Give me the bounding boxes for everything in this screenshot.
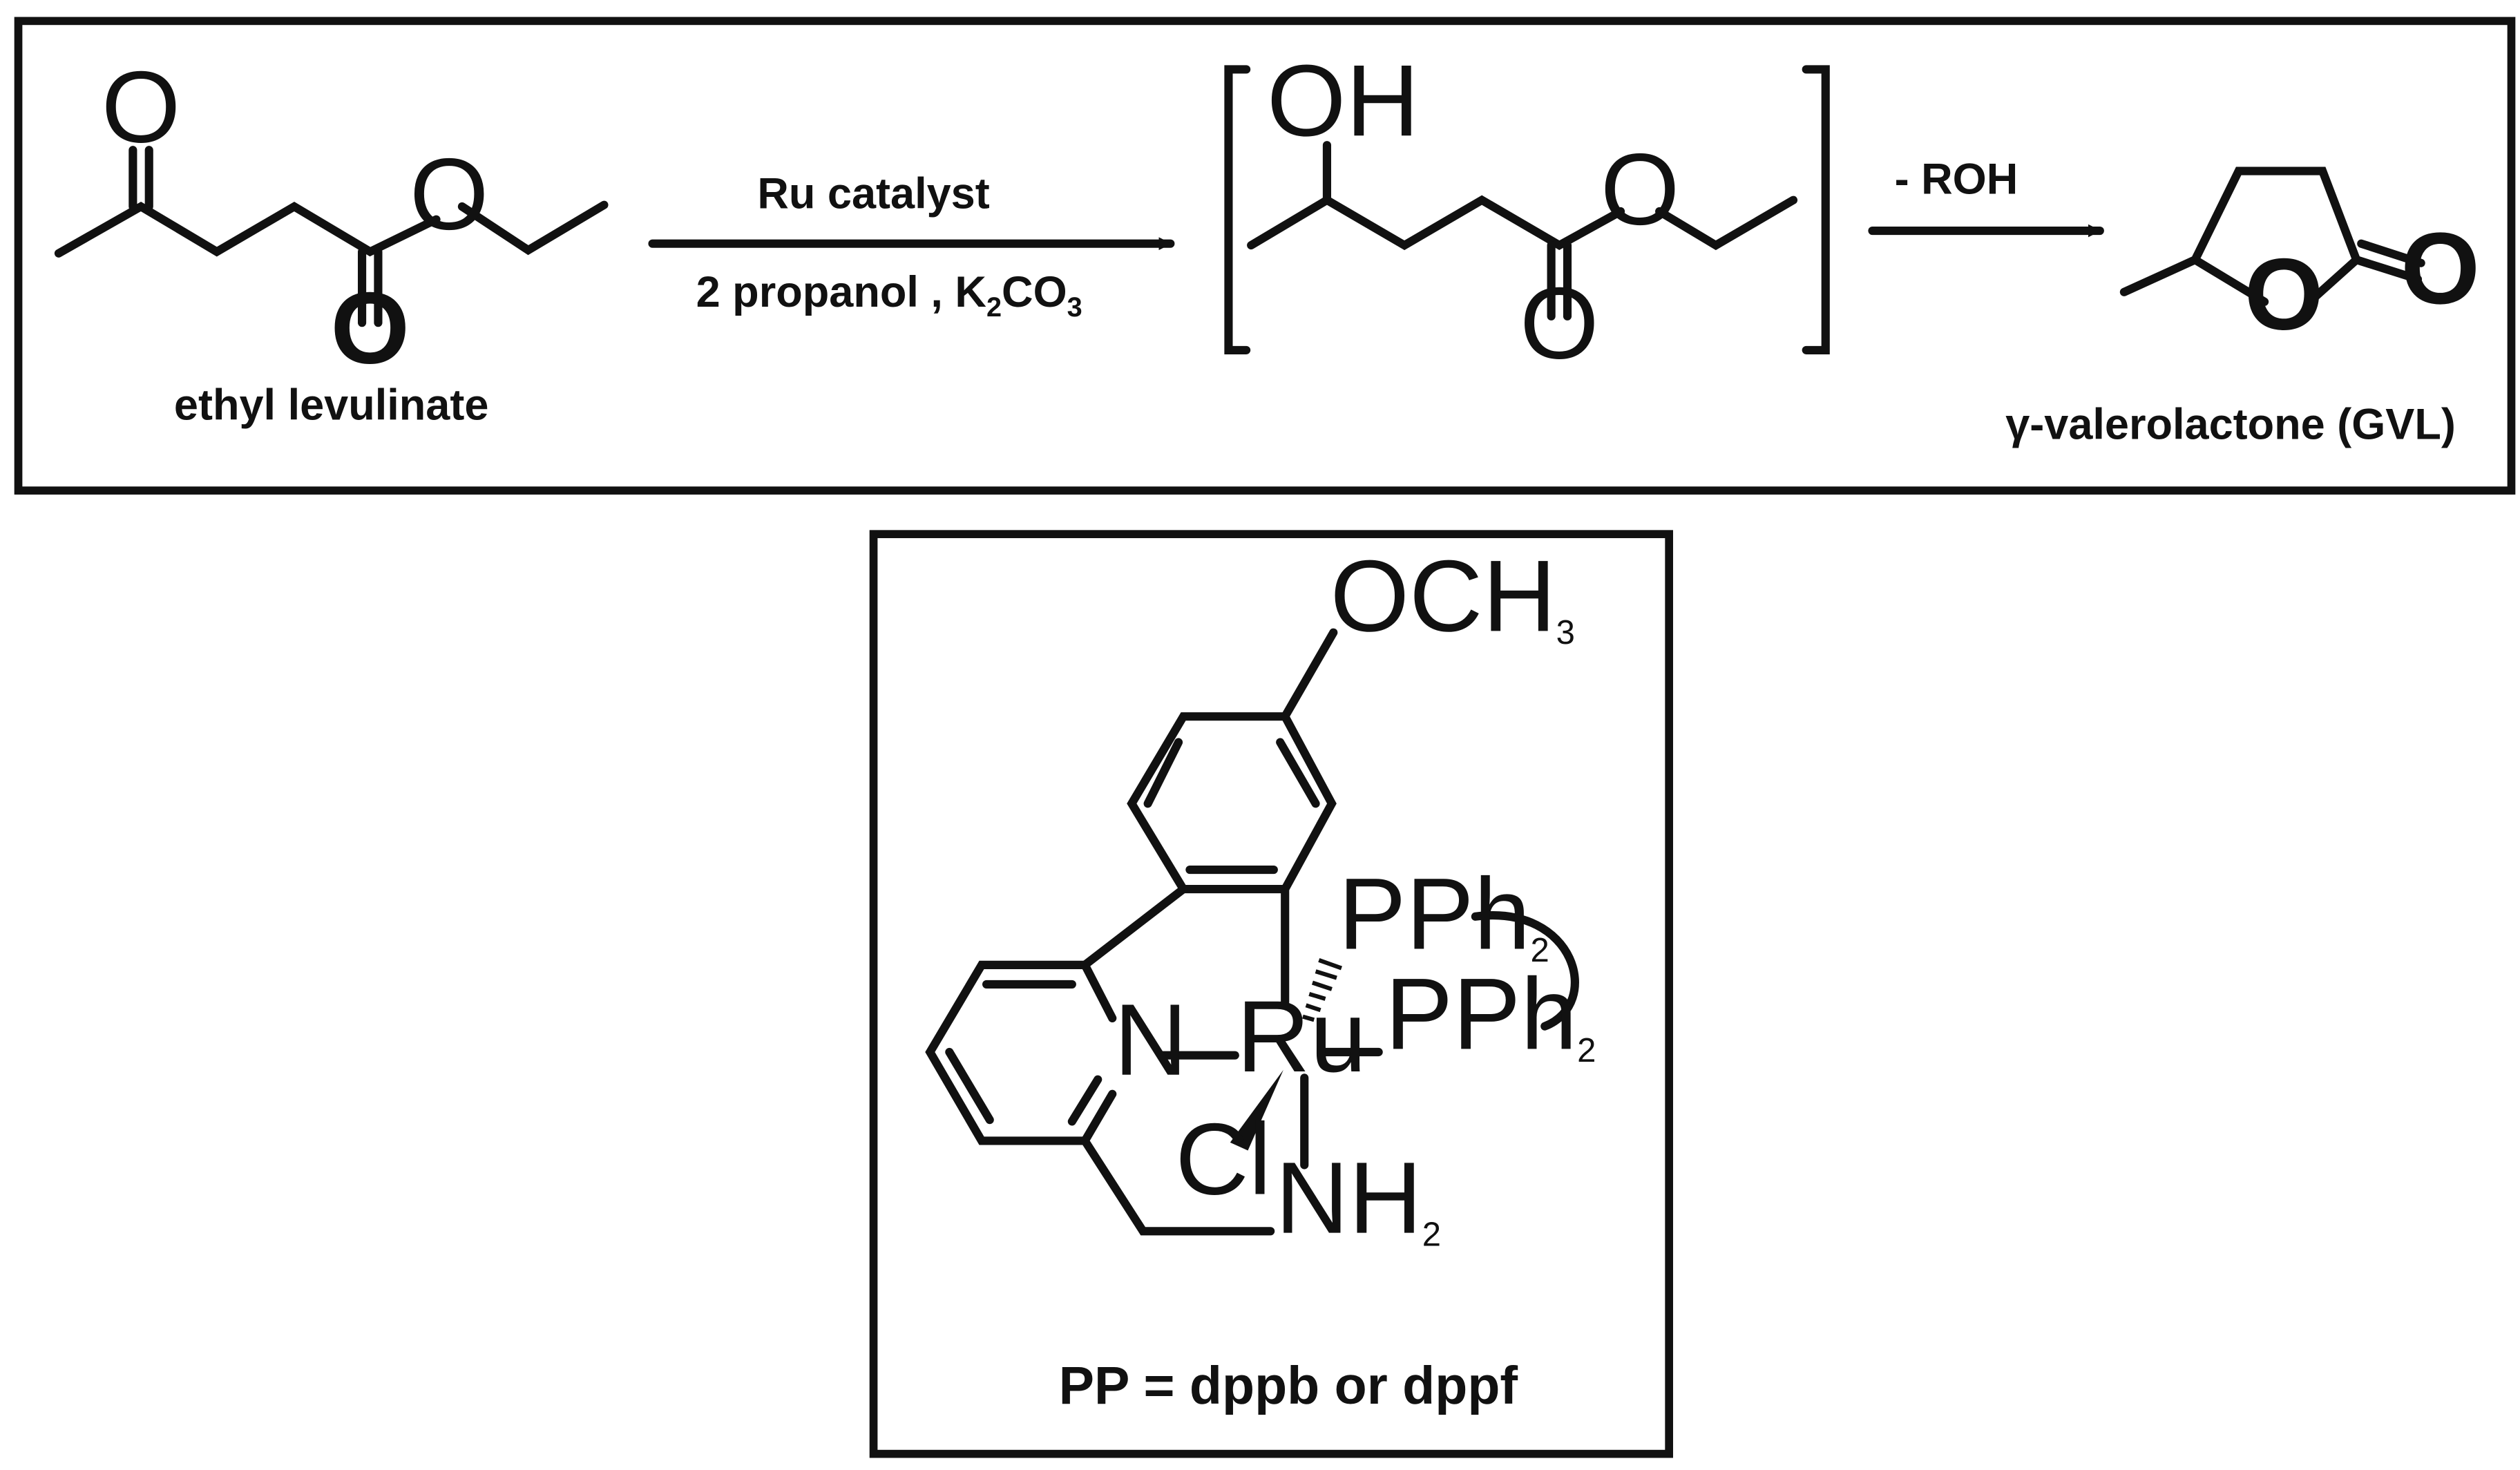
product-name: γ-valerolactone (GVL) xyxy=(2005,400,2456,448)
step2-reagent: - ROH xyxy=(1895,155,2018,203)
catalyst-legend: PP = dppb or dppf xyxy=(1059,1356,1518,1415)
gvl-structure: O O xyxy=(2119,166,2480,352)
ethyl-levulinate-structure: O O O xyxy=(54,51,609,385)
hydroxyl-label: OH xyxy=(1267,44,1420,158)
right-bracket xyxy=(1802,65,1830,354)
pyridine-nitrogen-label: N xyxy=(1114,984,1187,1097)
carbonyl-oxygen-label: O xyxy=(102,51,180,164)
cl-wedge-bond xyxy=(1230,1069,1283,1151)
amine-label: NH2 xyxy=(1275,1142,1441,1255)
hydroxy-ester-intermediate: OH O O xyxy=(1224,44,1830,381)
intermediate-carbonyl-oxygen-label: O xyxy=(1520,267,1598,381)
intermediate-ester-oxygen-label: O xyxy=(1601,133,1679,247)
lactone-carbonyl-oxygen-label: O xyxy=(2400,212,2479,325)
left-bracket xyxy=(1224,65,1251,354)
step1-reagent-catalyst: Ru catalyst xyxy=(757,169,989,218)
catalyst-frame xyxy=(869,530,1673,1458)
ru-catalyst-structure: OCH3 PPh2 PPh2 Ru N Cl NH2 xyxy=(925,540,1596,1255)
ester-carbonyl-oxygen-label: O xyxy=(331,272,410,385)
pph2-lower-label: PPh2 xyxy=(1385,957,1596,1071)
reaction-frame xyxy=(14,17,2516,495)
reactant-name: ethyl levulinate xyxy=(174,381,488,429)
ester-oxygen-label: O xyxy=(410,138,488,251)
ring-oxygen-label: O xyxy=(2244,238,2323,352)
methoxy-label: OCH3 xyxy=(1330,540,1575,653)
diphosphine-chelate-arc xyxy=(1471,911,1579,1031)
chloride-label: Cl xyxy=(1175,1103,1271,1216)
step1-reagent-conditions: 2 propanol , K2CO3 xyxy=(696,268,1082,323)
ruthenium-label: Ru xyxy=(1237,980,1366,1094)
pph2-hashed-bond xyxy=(1302,957,1342,1022)
pph2-upper-label: PPh2 xyxy=(1338,858,1549,971)
